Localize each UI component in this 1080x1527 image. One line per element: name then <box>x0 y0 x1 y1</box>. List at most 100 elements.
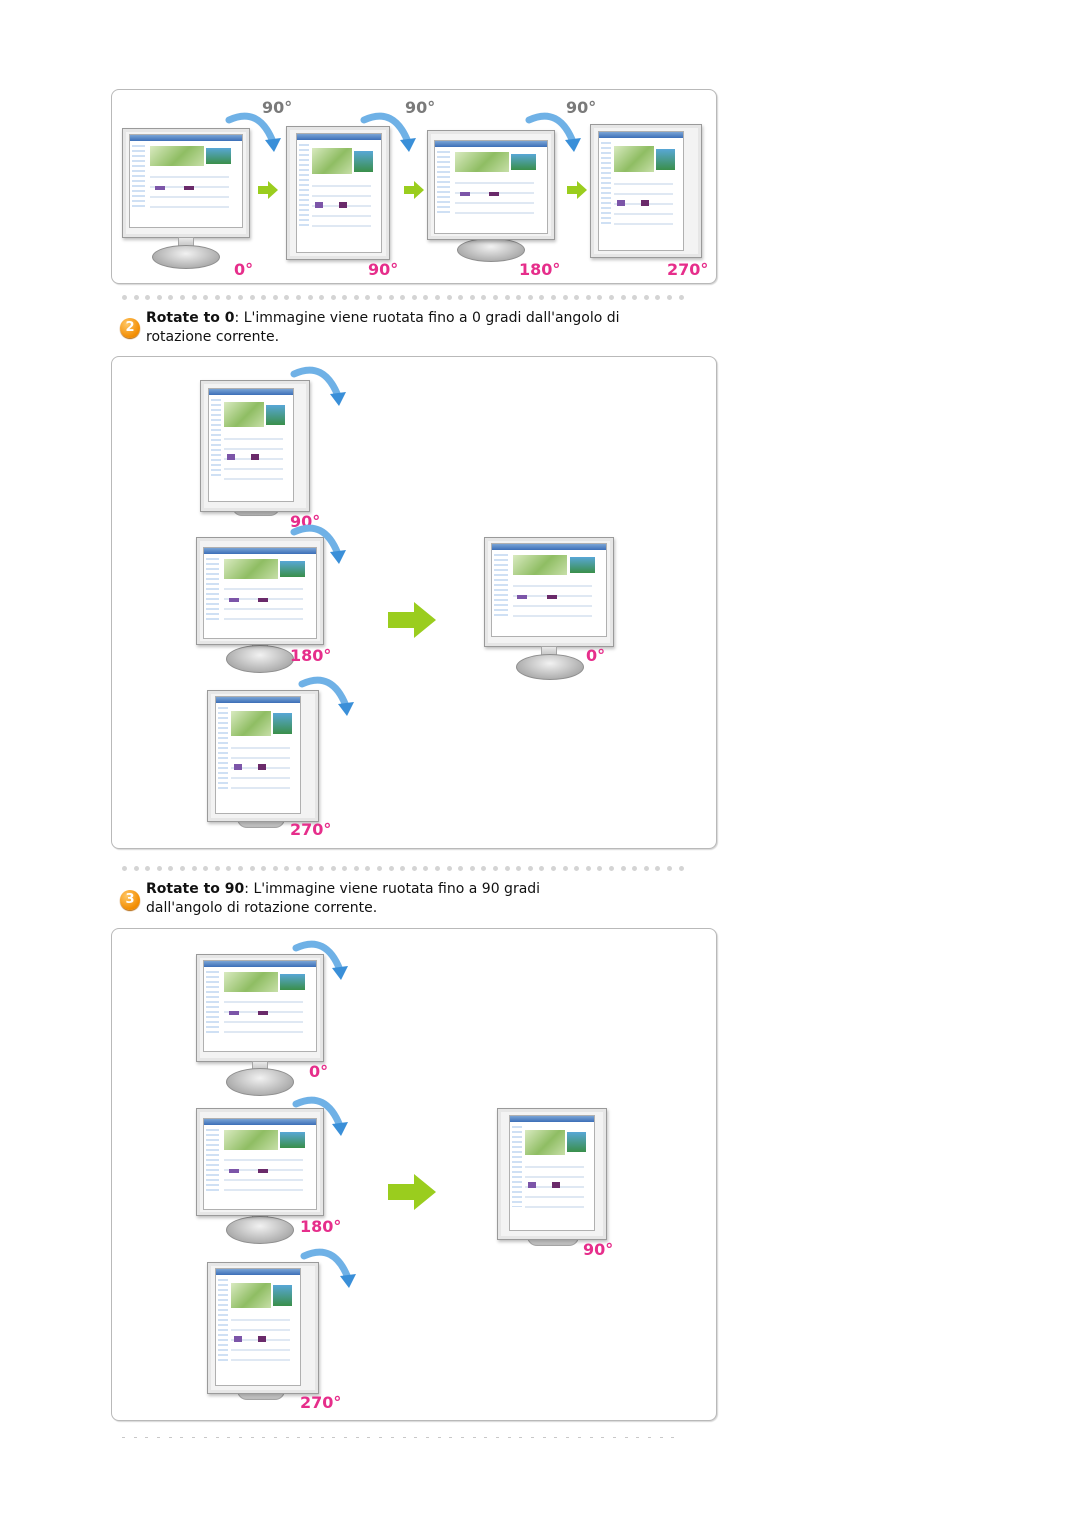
next-arrow-icon <box>258 181 278 199</box>
separator-dot <box>539 295 545 300</box>
separator-dot <box>597 295 603 300</box>
separator-dot <box>307 295 313 300</box>
separator-dot <box>192 1437 196 1438</box>
separator-dot <box>157 1437 161 1438</box>
source-label-270: 270° <box>300 1393 342 1412</box>
monitor-180-degrees <box>196 537 326 677</box>
separator-dot <box>226 295 232 300</box>
separator-dot <box>601 1437 605 1438</box>
source-label-180: 180° <box>290 646 332 665</box>
separator-dot <box>425 1437 429 1438</box>
rotate-arrow-icon <box>525 112 581 152</box>
separator-dot <box>319 866 325 871</box>
separator-dot <box>493 866 498 871</box>
rotate-arrow-icon <box>360 112 416 152</box>
monitor-0-degrees <box>122 128 250 269</box>
separator-dot <box>133 866 139 871</box>
monitor-180-degrees <box>196 1108 326 1248</box>
separator-dot <box>550 295 556 300</box>
separator-dot <box>261 866 267 871</box>
source-label-270: 270° <box>290 820 332 839</box>
step-2-text: Rotate to 0: L'immagine viene ruotata fi… <box>146 309 666 347</box>
rotate-arrow-icon <box>225 112 281 152</box>
separator-dot <box>655 866 661 871</box>
position-label-180: 180° <box>519 260 561 279</box>
separator-dot <box>562 866 568 871</box>
separator-dot <box>577 1437 581 1438</box>
separator-dot <box>574 295 580 300</box>
result-arrow-icon <box>388 602 436 638</box>
separator-dot <box>612 1437 616 1438</box>
separator-dot <box>411 866 417 871</box>
separator-dot <box>179 295 185 300</box>
separator-dot <box>273 1437 277 1438</box>
separator-dot <box>272 866 278 871</box>
separator-dot <box>377 866 383 871</box>
monitor-270-degrees <box>207 1262 319 1400</box>
separator-dot <box>562 295 568 300</box>
separator-dot <box>237 866 243 871</box>
separator-dot <box>400 295 406 300</box>
separator-dot <box>284 866 290 871</box>
separator-dot <box>507 1437 511 1438</box>
separator-dot <box>449 1437 453 1438</box>
step-2-description: : L'immagine viene ruotata fino a 0 grad… <box>146 310 620 345</box>
separator-dot <box>624 1437 628 1438</box>
separator-dot <box>353 866 359 871</box>
target-label-90: 90° <box>583 1240 614 1259</box>
separator-dot <box>214 866 220 871</box>
rotate-arrow-icon <box>290 366 346 406</box>
monitor-target-0-degrees <box>484 537 614 680</box>
separator-dot <box>309 1437 312 1438</box>
separator-dot <box>284 295 290 300</box>
separator-dot <box>647 1437 651 1438</box>
separator-dot <box>666 295 672 300</box>
separator-dot <box>238 1437 242 1438</box>
turn-label-1: 90° <box>262 98 293 117</box>
separator-dot <box>249 866 255 871</box>
separator-dot <box>295 295 301 300</box>
separator-dot <box>574 866 580 871</box>
separator-dot <box>437 1437 441 1438</box>
separator-dot <box>156 295 162 300</box>
source-label-0: 0° <box>309 1062 329 1081</box>
separator-dot <box>423 295 429 300</box>
separator-dot <box>659 1437 663 1438</box>
separator-dot <box>671 1437 675 1438</box>
separator-dot <box>262 1437 266 1438</box>
separator-dot <box>203 1437 207 1438</box>
separator-dot <box>390 1437 394 1438</box>
separator-dot <box>585 295 591 300</box>
separator-dot <box>400 866 406 871</box>
separator-dot <box>215 1437 219 1438</box>
separator-dot <box>344 1437 348 1438</box>
separator-dot <box>597 866 603 871</box>
separator-dot <box>484 1437 488 1438</box>
separator-dot <box>122 295 127 300</box>
rotate-arrow-icon <box>298 676 354 716</box>
result-arrow-icon <box>388 1174 436 1210</box>
separator-dot <box>527 295 533 300</box>
separator-dot <box>527 866 533 871</box>
separator-dot <box>330 295 336 300</box>
separator-dot <box>226 866 232 871</box>
separator-dot <box>666 866 672 871</box>
rotate-arrow-icon <box>292 1096 348 1136</box>
separator-dot <box>519 1437 523 1438</box>
rotate-arrow-icon <box>292 940 348 980</box>
separator-dot <box>542 1437 546 1438</box>
separator-dot <box>145 1437 149 1438</box>
separator-dot <box>411 295 417 300</box>
separator-dot <box>203 866 209 871</box>
separator-dot <box>446 295 452 300</box>
separator-dot <box>402 1437 406 1438</box>
separator-dot <box>643 866 649 871</box>
separator-dot <box>550 866 556 871</box>
source-label-180: 180° <box>300 1217 342 1236</box>
separator-dot <box>342 295 348 300</box>
dashed-separator <box>122 1434 692 1442</box>
monitor-90-degrees <box>286 126 390 262</box>
step-2-icon: 2 <box>120 318 140 338</box>
separator-dot <box>608 866 614 871</box>
separator-dot <box>585 866 591 871</box>
